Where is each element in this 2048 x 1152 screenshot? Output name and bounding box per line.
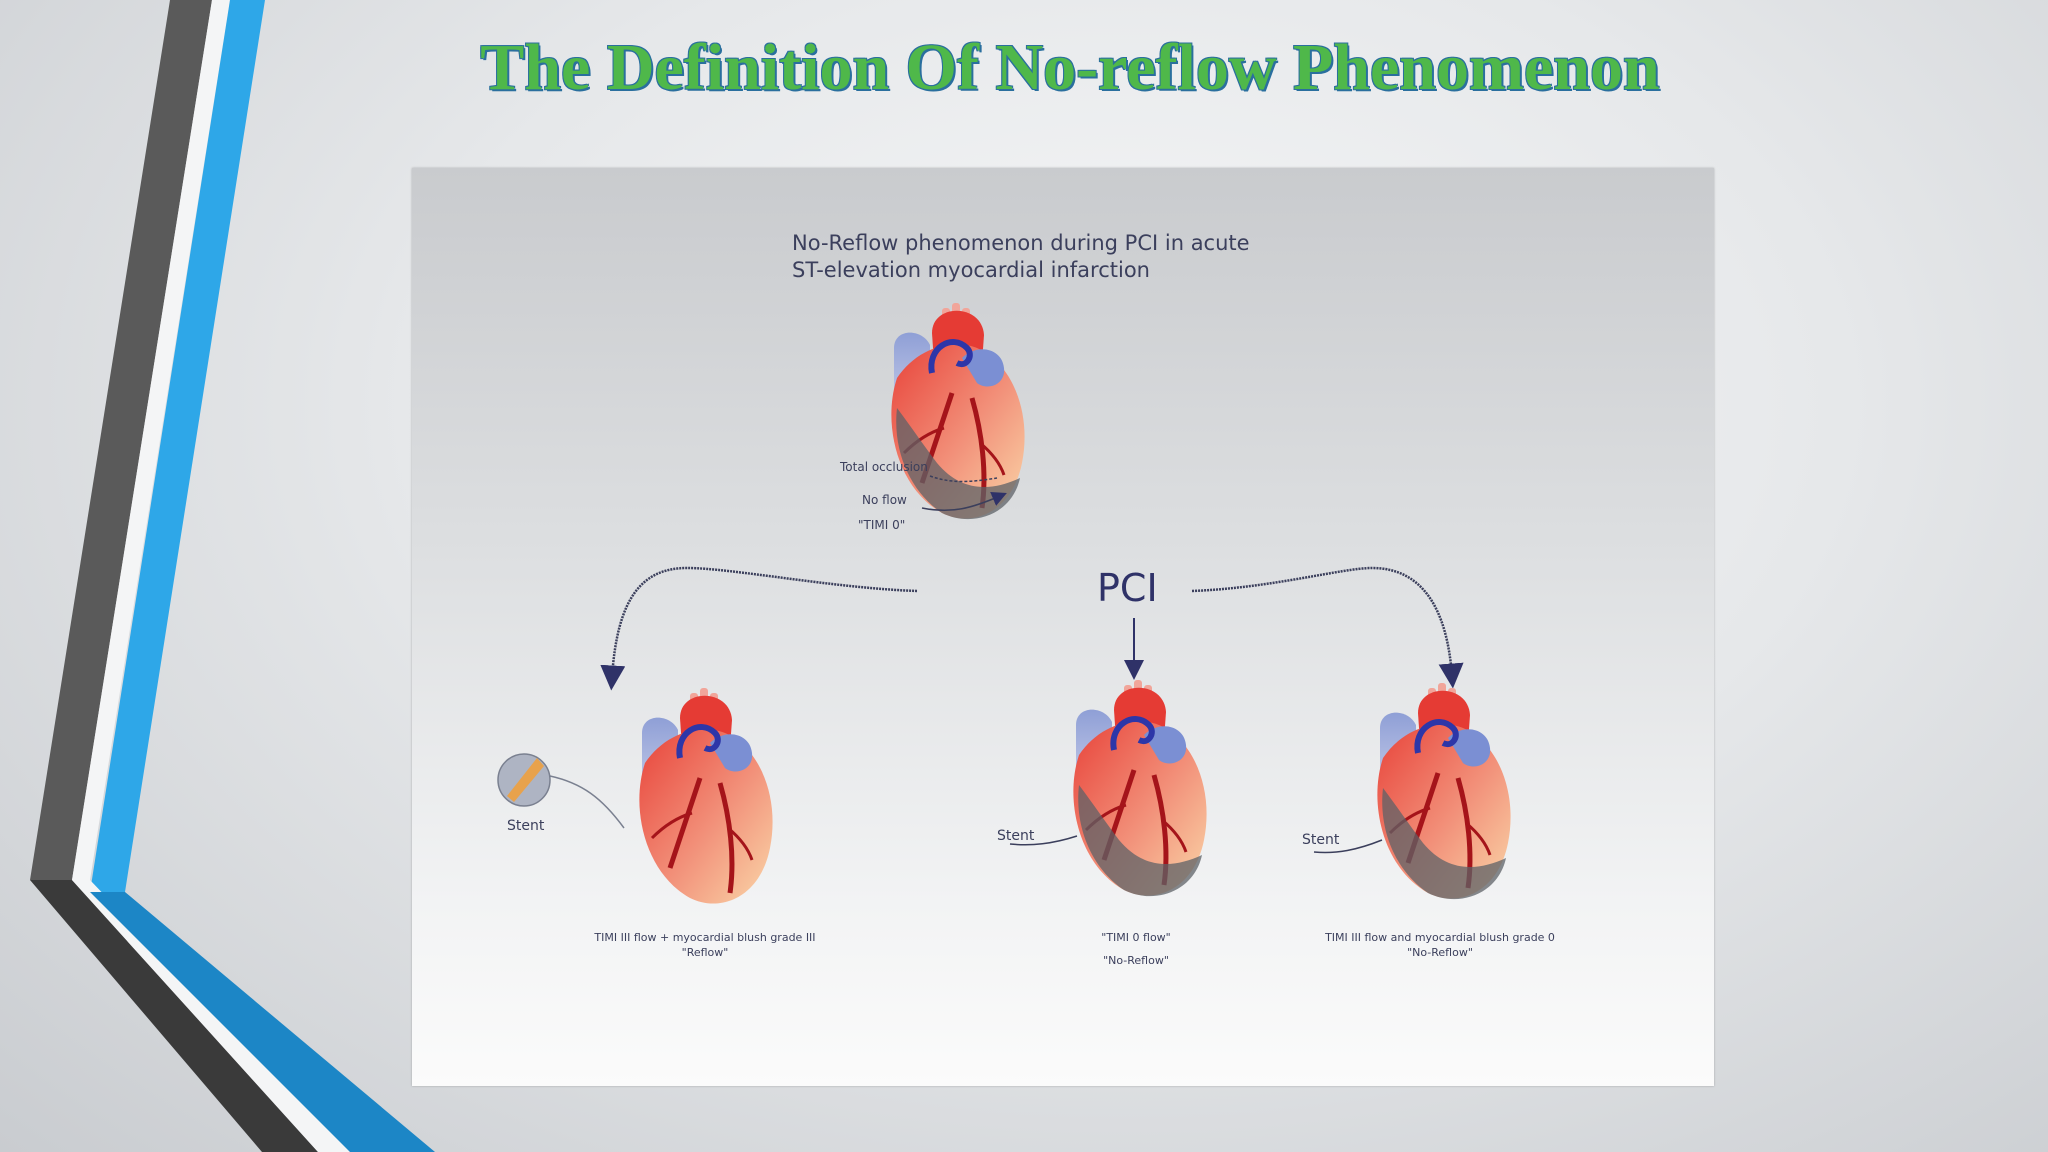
caption-right-line1: TIMI III flow and myocardial blush grade… xyxy=(1325,931,1555,944)
label-total-occlusion: Total occlusion xyxy=(840,460,928,474)
figure-title-line2: ST-elevation myocardial infarction xyxy=(792,258,1150,282)
label-no-flow: No flow xyxy=(862,493,907,507)
figure-panel: No-Reflow phenomenon during PCI in acute… xyxy=(412,168,1714,1086)
stent-label-right: Stent xyxy=(1302,832,1340,848)
stent-label-center: Stent xyxy=(997,828,1035,844)
diagram-graphics xyxy=(497,168,1714,1086)
caption-center-line1: "TIMI 0 flow" xyxy=(1101,931,1171,944)
slide-title: The Definition Of No-reflow Phenomenon xyxy=(480,31,1660,104)
caption-left-line1: TIMI III flow + myocardial blush grade I… xyxy=(594,931,816,944)
caption-center-line2: "No-Reflow" xyxy=(1103,954,1169,967)
caption-left-line2: "Reflow" xyxy=(681,946,729,959)
label-timi-0: "TIMI 0" xyxy=(858,518,906,532)
caption-right-line2: "No-Reflow" xyxy=(1407,946,1473,959)
pci-label: PCI xyxy=(1097,566,1158,610)
stent-label-left: Stent xyxy=(507,818,545,834)
figure-title-line1: No-Reflow phenomenon during PCI in acute xyxy=(792,231,1250,255)
